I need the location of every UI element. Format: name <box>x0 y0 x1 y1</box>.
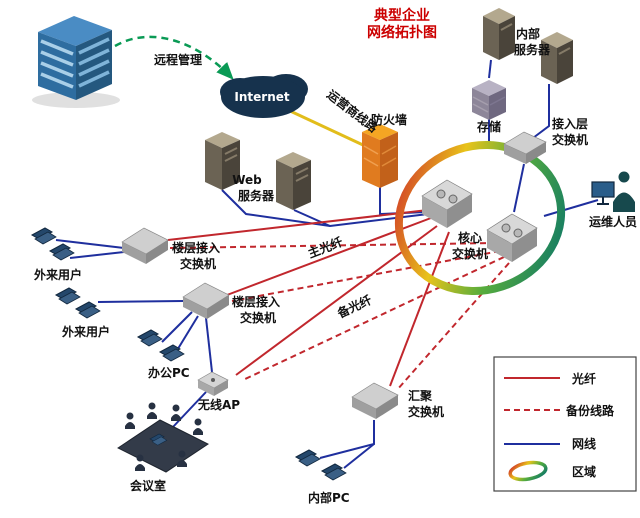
remote-management-arrow <box>114 35 234 80</box>
internal-pc-label: 内部PC <box>308 490 350 505</box>
page-title-line1: 典型企业 <box>374 7 430 24</box>
storage-icon <box>472 80 506 120</box>
external-users-2-label: 外来用户 <box>62 324 110 339</box>
internal-server-icon <box>483 8 573 84</box>
legend-zone-sample <box>508 460 548 482</box>
main-fiber-label-group: 主光纤 <box>306 234 345 261</box>
ops-staff-icon <box>591 171 635 212</box>
office-pc-label: 办公PC <box>148 365 190 380</box>
fiber-segment <box>167 209 429 241</box>
internal-pc-icon <box>295 449 347 481</box>
external-users-2-icon <box>55 287 101 319</box>
backup-segment <box>169 242 497 249</box>
storage-label: 存储 <box>476 119 501 134</box>
core-zone-ring <box>394 140 566 296</box>
floor-switch-2-icon <box>182 282 230 319</box>
backup-fiber-label: 备光纤 <box>334 292 374 321</box>
carrier-line-label-group: 运营商线路 <box>324 87 381 136</box>
wireless-ap-icon <box>197 371 229 396</box>
external-users-1-label: 外来用户 <box>34 267 82 282</box>
internet-cloud-icon <box>220 74 308 118</box>
floor-switch-1-label-line1: 楼层接入 <box>172 240 220 255</box>
legend-box <box>493 356 637 492</box>
backup-fiber-links <box>169 242 510 391</box>
firewall-icon <box>362 124 398 188</box>
access-switch-label-line1: 接入层 <box>552 116 588 131</box>
cable-segment <box>97 300 184 303</box>
internet-label: Internet <box>234 90 289 104</box>
external-users-1-icon <box>31 227 75 261</box>
cable-segment <box>55 239 125 249</box>
floor-switch-2-label-line1: 楼层接入 <box>232 294 280 309</box>
web-server-label-line1: Web <box>232 173 262 187</box>
aggregation-switch-label-line1: 汇聚 <box>408 389 433 403</box>
internal-server-label-line2: 服务器 <box>514 42 551 57</box>
floor-switch-1-icon <box>121 227 169 264</box>
cable-segment <box>293 209 331 227</box>
page-title-line2: 网络拓扑图 <box>367 24 437 41</box>
core-switch-label-line1: 核心 <box>458 230 482 245</box>
ops-staff-label: 运维人员 <box>589 214 637 229</box>
legend-fiber-label: 光纤 <box>571 371 596 386</box>
aggregation-switch-icon <box>351 382 399 419</box>
floor-switch-1-label-line2: 交换机 <box>180 256 216 271</box>
cable-segment <box>69 251 125 259</box>
cable-segment <box>171 391 207 429</box>
backup-segment <box>396 262 510 391</box>
fiber-segment <box>389 231 450 387</box>
access-switch-label-line2: 交换机 <box>552 132 588 147</box>
floor-switch-2-label-line2: 交换机 <box>240 310 276 325</box>
remote-management-label: 远程管理 <box>154 52 202 67</box>
cable-segment <box>161 311 193 343</box>
cable-segment <box>513 163 525 213</box>
carrier-line-label: 运营商线路 <box>324 87 381 136</box>
cable-segment <box>543 199 599 217</box>
backup-segment <box>231 250 501 302</box>
main-fiber-label: 主光纤 <box>306 234 345 261</box>
cable-segment <box>175 315 199 353</box>
legend-cable-label: 网线 <box>572 436 596 451</box>
backup-segment <box>242 256 505 381</box>
office-pc-icon <box>137 329 185 362</box>
cable-segment <box>343 443 375 469</box>
internal-server-label-line1: 内部 <box>516 26 540 41</box>
web-server-icon <box>205 132 311 210</box>
core-switch-icon <box>421 179 538 262</box>
legend-zone-label: 区域 <box>572 464 596 479</box>
meeting-room-label: 会议室 <box>130 478 166 493</box>
backup-fiber-label-group: 备光纤 <box>334 292 374 321</box>
legend: 光纤 备份线路 网线 区域 <box>493 356 637 492</box>
web-server-label-line2: 服务器 <box>238 188 275 203</box>
cable-segment <box>532 84 550 139</box>
network-cable-links <box>55 59 599 469</box>
cable-segment <box>488 59 492 79</box>
meeting-room-icon <box>117 402 209 473</box>
legend-backup-label: 备份线路 <box>565 403 615 418</box>
aggregation-switch-label-line2: 交换机 <box>408 404 444 419</box>
wireless-ap-label: 无线AP <box>197 397 240 412</box>
cable-segment <box>205 317 213 373</box>
access-switch-icon <box>503 131 547 164</box>
core-switch-label-line2: 交换机 <box>452 246 488 261</box>
office-building-icon <box>32 16 120 108</box>
firewall-label: 防火墙 <box>371 112 407 127</box>
cable-segment <box>319 420 375 459</box>
cable-segment <box>221 189 429 228</box>
